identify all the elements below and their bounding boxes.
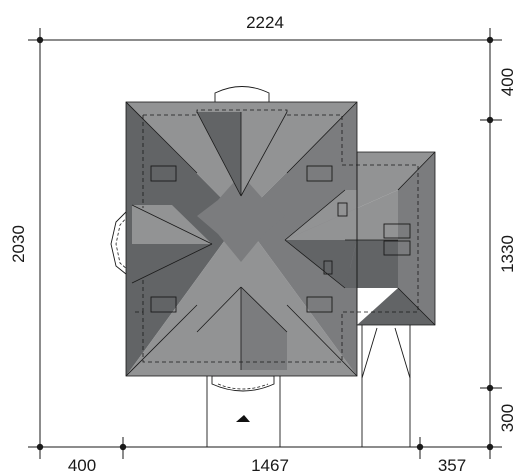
skylight-east-mid <box>323 260 333 275</box>
roof-east-wing <box>285 152 435 325</box>
skylight-ne <box>306 165 333 182</box>
skylight-east-2 <box>383 240 411 256</box>
skylight-east-1 <box>383 223 411 239</box>
dim-bottom-left: 400 <box>68 456 96 475</box>
roof-outlines <box>125 101 436 377</box>
dim-right-middle: 1330 <box>498 235 517 273</box>
dimension-dots <box>36 36 494 451</box>
driveway <box>206 325 411 447</box>
skylights <box>150 165 411 313</box>
skylight-east-small <box>337 202 348 217</box>
skylight-nw <box>150 165 177 182</box>
skylight-sw <box>150 296 177 313</box>
dim-bottom-right: 357 <box>438 456 466 475</box>
top-bay-outline <box>214 86 270 104</box>
dim-right-bottom: 300 <box>498 404 517 432</box>
dim-left: 2030 <box>9 225 28 263</box>
dim-bottom-middle: 1467 <box>251 456 289 475</box>
roof-south-gable <box>197 287 287 370</box>
wall-dashed-lines <box>134 109 419 363</box>
dim-right-top: 400 <box>498 68 517 96</box>
skylight-se <box>306 296 333 313</box>
dim-top: 2224 <box>246 13 284 32</box>
entrance-arrow <box>236 415 250 422</box>
